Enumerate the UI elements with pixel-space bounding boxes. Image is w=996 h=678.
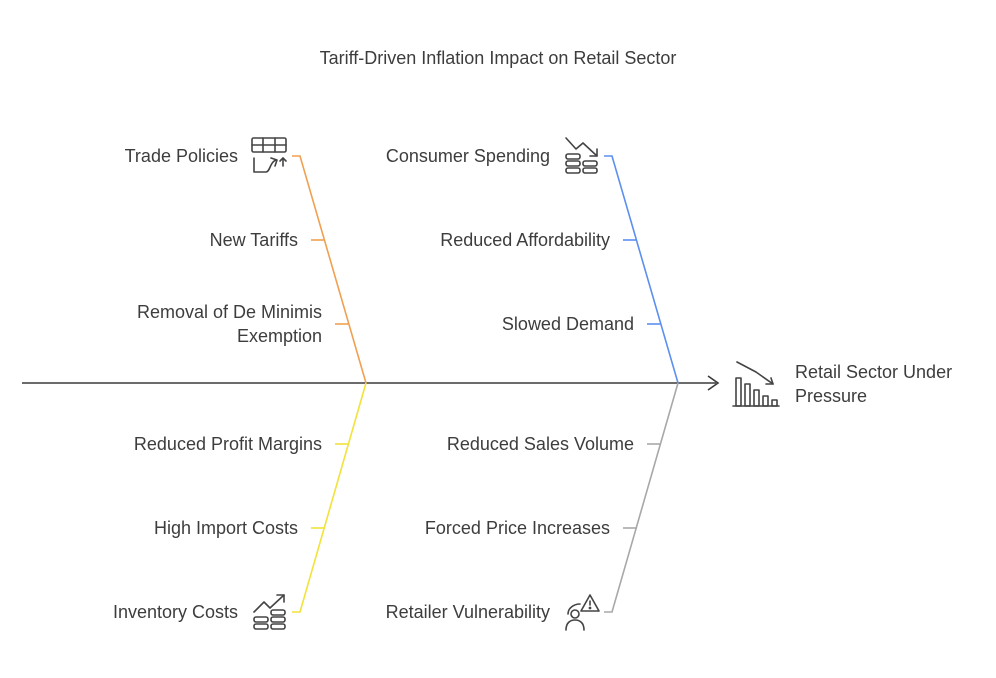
bone-top-right <box>604 155 679 384</box>
bone-bottom-left <box>292 382 367 613</box>
problem-head-line2: Pressure <box>795 386 868 406</box>
cause-de-minimis-line1: Removal of De Minimis <box>136 302 322 322</box>
spine-arrowhead <box>707 375 720 391</box>
category-trade-policies: Trade Policies <box>124 146 238 166</box>
cause-import-costs: High Import Costs <box>153 518 298 538</box>
category-retailer-vulnerability: Retailer Vulnerability <box>385 602 550 622</box>
costs-rising-icon <box>253 594 286 630</box>
bone-top-left <box>292 155 367 384</box>
declining-bar-chart-icon <box>732 361 780 407</box>
bone-bottom-right <box>604 382 679 613</box>
cause-demand: Slowed Demand <box>501 314 634 334</box>
cause-price-increases: Forced Price Increases <box>424 518 610 538</box>
cause-affordability: Reduced Affordability <box>440 230 610 250</box>
problem-head-line1: Retail Sector Under <box>795 362 953 382</box>
cause-new-tariffs: New Tariffs <box>209 230 298 250</box>
retailer-warning-icon <box>565 594 600 631</box>
diagram-title: Tariff-Driven Inflation Impact on Retail… <box>319 48 677 68</box>
cause-sales-volume: Reduced Sales Volume <box>446 434 634 454</box>
cause-de-minimis-line2: Exemption <box>236 326 322 346</box>
problem-head: Retail Sector Under Pressure <box>795 360 952 408</box>
cause-profit-margins: Reduced Profit Margins <box>133 434 322 454</box>
category-inventory-costs: Inventory Costs <box>112 602 238 622</box>
category-consumer-spending: Consumer Spending <box>385 146 550 166</box>
trade-policy-icon <box>251 137 287 173</box>
spending-down-icon <box>565 137 598 174</box>
